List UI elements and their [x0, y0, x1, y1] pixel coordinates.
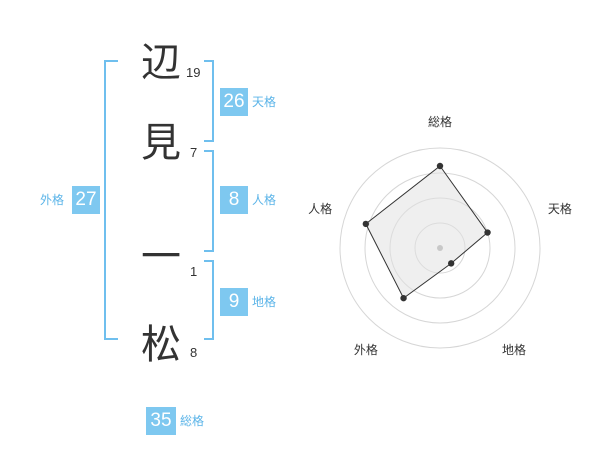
- gaikaku-label: 外格: [40, 193, 65, 207]
- radar-ring-4: [339, 147, 541, 349]
- gaikaku-value: 27: [72, 186, 100, 214]
- radar-point-4: [400, 294, 407, 302]
- radar-center-dot: [437, 245, 443, 251]
- stroke-count-3: 1: [190, 264, 198, 279]
- soukaku-label: 総格: [180, 414, 205, 428]
- radar-axis-label-4: 外格: [354, 342, 378, 357]
- name-char-4: 松: [141, 322, 181, 368]
- stroke-count-1: 19: [186, 65, 201, 80]
- radar-axis-label-5: 人格: [308, 201, 332, 216]
- radar-point-5: [362, 220, 370, 228]
- name-char-2: 見: [141, 120, 181, 166]
- radar-axis-label-3: 地格: [502, 342, 526, 357]
- jinkaku-bracket: [204, 150, 214, 252]
- tenkaku-bracket: [204, 60, 214, 142]
- radar-axis-label-2: 天格: [548, 201, 572, 216]
- jinkaku-label: 人格: [252, 193, 277, 207]
- tenkaku-label: 天格: [252, 95, 277, 109]
- name-char-3: 一: [141, 234, 181, 280]
- jinkaku-value: 8: [220, 186, 248, 214]
- chikaku-bracket: [204, 260, 214, 340]
- radar-point-1: [436, 162, 444, 170]
- radar-point-3: [447, 260, 455, 267]
- soukaku-value: 35: [146, 407, 176, 435]
- gaikaku-bracket: [104, 60, 118, 340]
- chikaku-value: 9: [220, 288, 248, 316]
- stroke-count-2: 7: [190, 145, 198, 160]
- stroke-count-4: 8: [190, 345, 198, 360]
- name-char-1: 辺: [141, 40, 181, 86]
- radar-polygon: [365, 165, 489, 299]
- chikaku-label: 地格: [252, 295, 277, 309]
- tenkaku-value: 26: [220, 88, 248, 116]
- radar-point-2: [484, 229, 491, 236]
- radar-axis-label-1: 総格: [428, 114, 452, 129]
